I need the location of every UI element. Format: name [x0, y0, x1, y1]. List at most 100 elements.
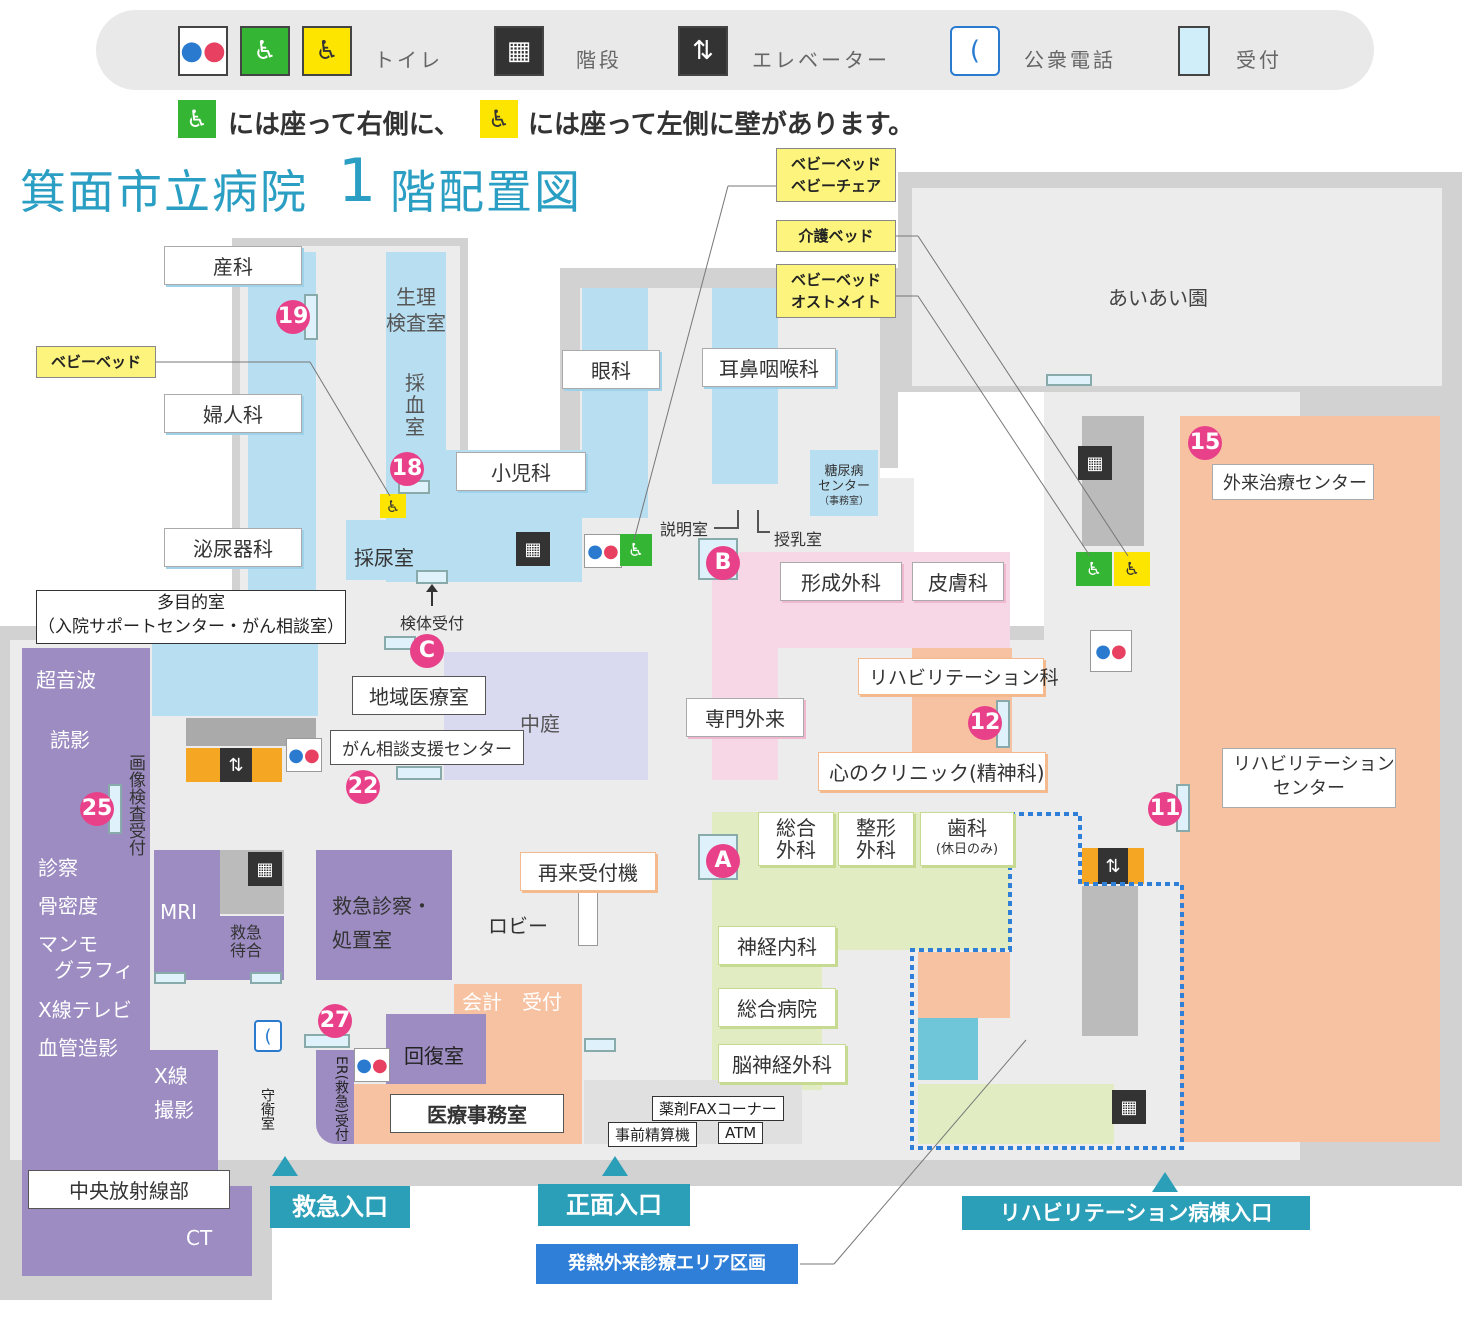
label-ultrasound: 超音波 — [36, 668, 96, 692]
stairs-label: 階段 — [576, 48, 622, 72]
callout-line — [833, 1039, 1027, 1265]
label-multi-1: 多目的室 — [157, 593, 225, 613]
wheelchair-right-icon: ♿ — [620, 534, 652, 566]
label-pre-payment: 事前精算機 — [608, 1122, 698, 1147]
label-specimen: 検体受付 — [400, 614, 465, 633]
callout-line1: ベビーベッド — [790, 155, 881, 173]
stairs-icon: ▦ — [1078, 446, 1112, 480]
label-physiology: 生理 検査室 — [386, 285, 446, 335]
marker-a[interactable]: A — [706, 844, 740, 878]
emergency-entrance[interactable]: 救急入口 — [270, 1186, 410, 1228]
label-reentry: 再来受付機 — [520, 852, 656, 891]
main-entrance[interactable]: 正面入口 — [538, 1184, 690, 1226]
room-fever-orange — [918, 952, 1010, 1018]
nursing-line — [757, 510, 770, 533]
label-dental-2: (休日のみ) — [935, 842, 999, 857]
room-recovery — [386, 1014, 486, 1084]
label-dental: 歯科(休日のみ) — [920, 812, 1014, 866]
label-aiai: あいあい園 — [1108, 286, 1208, 310]
label-rehab-center-1: リハビリテーション — [1233, 754, 1395, 775]
label-angio: 血管造影 — [38, 1036, 118, 1060]
callout-line — [917, 235, 1129, 557]
label-urine: 採尿室 — [354, 546, 414, 570]
label-reading: 読影 — [50, 728, 90, 752]
note-part2: には座って左側に壁があります。 — [528, 110, 915, 140]
toilet-icon: ●● — [286, 738, 322, 772]
toilet-icon: ●● — [1090, 630, 1132, 672]
wheelchair-right-icon: ♿ — [1076, 552, 1112, 586]
marker-18[interactable]: 18 — [390, 452, 424, 486]
stairs-icon: ▦ — [1112, 1090, 1146, 1124]
label-neurology: 神経内科 — [718, 926, 836, 965]
marker-11[interactable]: 11 — [1148, 792, 1182, 826]
room-urine — [346, 520, 416, 580]
fever-area-label: 発熱外来診療エリア区画 — [536, 1244, 798, 1284]
map-title: 箕面市立病院 — [20, 165, 308, 219]
marker-22[interactable]: 22 — [346, 770, 380, 804]
marker-c[interactable]: C — [410, 634, 444, 668]
main-entrance-arrow — [602, 1156, 628, 1176]
label-pharmacy-fax: 薬剤FAXコーナー — [652, 1096, 784, 1121]
reception-desk-emergency-wait — [250, 972, 282, 984]
toilet-icon: ●● — [584, 534, 622, 568]
stairs-icon: ▦ — [516, 532, 550, 566]
rehab-ward-entrance[interactable]: リハビリテーション病棟入口 — [962, 1196, 1310, 1230]
phone-label: 公衆電話 — [1024, 48, 1116, 72]
marker-27[interactable]: 27 — [318, 1004, 352, 1038]
label-diabetes: 糖尿病センター（事務室） — [808, 464, 880, 509]
label-diabetes-3: （事務室） — [819, 496, 869, 507]
label-explain: 説明室 — [660, 520, 709, 539]
label-derma: 皮膚科 — [912, 562, 1004, 601]
label-courtyard: 中庭 — [520, 712, 560, 736]
room-emergency — [316, 850, 452, 980]
label-mammo-2: グラフィ — [54, 958, 134, 982]
marker-b[interactable]: B — [706, 546, 740, 580]
label-specialist: 専門外来 — [686, 698, 804, 737]
room-radiology-xray — [150, 1050, 218, 1276]
label-mammo-1: マンモ — [38, 932, 98, 956]
toilet-label: トイレ — [374, 48, 443, 72]
room-fever-blue — [918, 1018, 978, 1080]
wheelchair-left-icon: ♿ — [1114, 552, 1150, 586]
label-imaging-reception: 画像検査受付 — [125, 754, 145, 856]
elevator-icon: ⇅ — [220, 748, 252, 782]
label-plastic: 形成外科 — [780, 562, 902, 601]
room-fever-green — [918, 1084, 1114, 1144]
wheelchair-left-icon: ♿ — [302, 26, 352, 76]
reception-desk-accounting — [584, 1038, 616, 1052]
label-orthopedics: 整形 外科 — [838, 812, 914, 866]
label-nursing: 授乳室 — [774, 530, 823, 549]
reception-icon — [1178, 26, 1210, 76]
callout-line — [309, 361, 391, 497]
label-medical-office: 医療事務室 — [390, 1094, 564, 1133]
toilet-icon: ●● — [178, 26, 228, 76]
label-outpatient-center: 外来治療センター — [1212, 464, 1374, 500]
callout-care-bed: 介護ベッド — [776, 220, 896, 252]
label-urology: 泌尿器科 — [164, 528, 302, 567]
callout-line1: ベビーベッド — [790, 271, 881, 289]
shaft-east-top — [1082, 416, 1144, 546]
reception-desk-22 — [396, 766, 442, 780]
marker-15[interactable]: 15 — [1188, 426, 1222, 460]
label-multi-2: （入院サポートセンター・がん相談室） — [38, 617, 344, 637]
room-multi — [152, 640, 318, 716]
label-rehab-dept: リハビリテーション科 — [858, 658, 1059, 695]
callout-line2: ベビーチェア — [790, 177, 881, 195]
reception-desk-mri — [154, 972, 186, 984]
marker-19[interactable]: 19 — [276, 300, 310, 334]
label-atm: ATM — [718, 1122, 764, 1144]
callout-line — [917, 295, 1091, 557]
label-central-radiology: 中央放射線部 — [28, 1170, 230, 1209]
label-multi: 多目的室 （入院サポートセンター・がん相談室） — [36, 590, 346, 644]
label-rehab-center-2: センター — [1273, 778, 1345, 799]
callout-line2: オストメイト — [790, 293, 881, 311]
marker-25[interactable]: 25 — [80, 792, 114, 826]
callout-baby-bed-chair: ベビーベッドベビーチェア — [776, 148, 896, 202]
wheelchair-left-icon: ♿ — [380, 494, 406, 518]
wheelchair-left-icon: ♿ — [480, 100, 518, 138]
marker-12[interactable]: 12 — [968, 706, 1002, 740]
reception-label: 受付 — [1236, 48, 1282, 72]
phone-icon: ( — [254, 1020, 282, 1052]
shaft-east-bottom — [1082, 886, 1138, 1036]
label-xray-2: 撮影 — [154, 1098, 194, 1122]
